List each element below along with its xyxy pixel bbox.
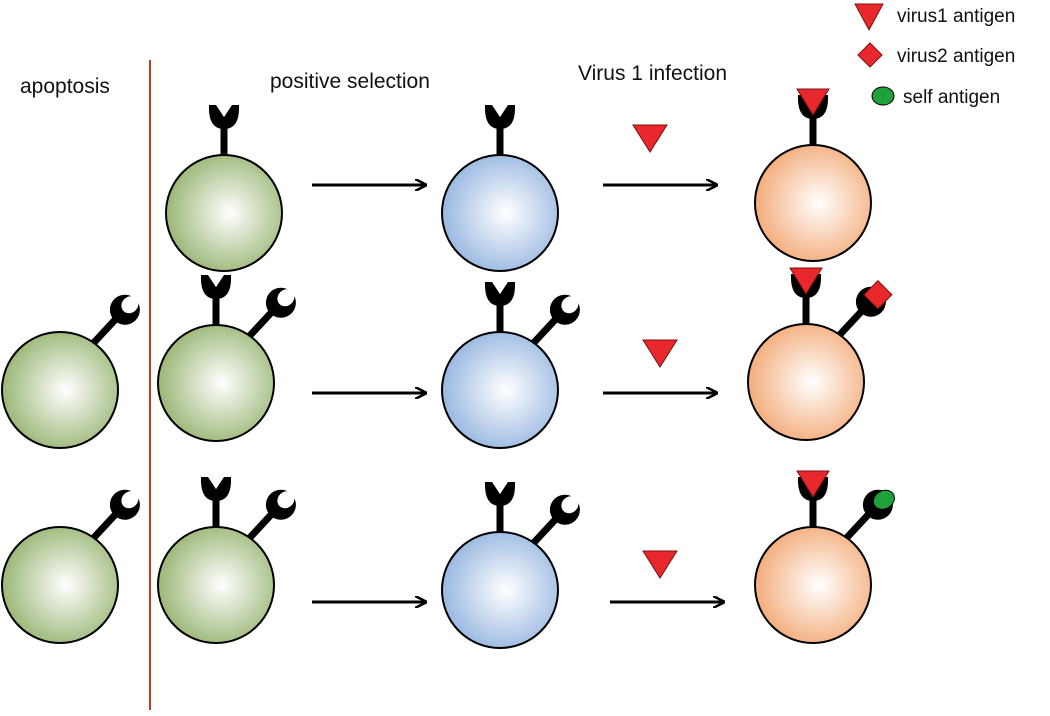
self-antigen-oval-icon (871, 86, 895, 106)
virus1-antigen-triangle-icon (854, 3, 884, 32)
receptor-stem (529, 314, 561, 348)
empty-binding-site (121, 491, 139, 509)
virus1-antigen-free-row2 (642, 339, 678, 368)
cell-body (441, 331, 559, 449)
virus1-antigen-bound (796, 88, 830, 116)
cell-body (157, 526, 275, 644)
empty-binding-site (208, 275, 224, 287)
selected-cell-row1 (441, 105, 559, 272)
positive-selection-label: positive selection (270, 70, 430, 93)
virus1-antigen-free-row3 (642, 550, 678, 579)
legend-self-label: self antigen (903, 87, 1000, 108)
empty-binding-site (277, 289, 295, 307)
receptor-stem (529, 514, 561, 548)
cells-layer (1, 88, 895, 649)
empty-binding-site (208, 477, 224, 489)
immature-cell-row1 (165, 105, 283, 272)
cell-body (441, 154, 559, 272)
legend-virus2-label: virus2 antigen (897, 46, 1015, 67)
legend-virus1-label: virus1 antigen (897, 6, 1015, 27)
activated-cell-row1 (754, 88, 872, 262)
self-antigen-bound (872, 489, 895, 510)
cell-body (1, 331, 119, 449)
arrows-layer (312, 124, 723, 602)
selected-cell-row3 (441, 482, 580, 649)
receptor-stem (245, 307, 277, 341)
receptor-stem (89, 509, 121, 543)
virus2-antigen-diamond-icon (857, 42, 883, 68)
virus1-antigen-free-row1 (632, 124, 668, 153)
virus2-antigen-bound (863, 280, 893, 310)
empty-binding-site (277, 491, 295, 509)
empty-binding-site (561, 296, 579, 314)
cell-body (754, 144, 872, 262)
empty-binding-site (492, 282, 508, 294)
cell-body (165, 154, 283, 272)
receptor-stem (89, 314, 121, 348)
virus1-antigen-bound (796, 470, 830, 498)
legend: virus1 antigen virus2 antigen self antig… (854, 3, 1015, 108)
empty-binding-site (121, 296, 139, 314)
apoptosis-label: apoptosis (20, 75, 110, 98)
cell-body (747, 323, 865, 441)
cell-body (754, 526, 872, 644)
apoptosis-cell-row2 (1, 294, 140, 449)
empty-binding-site (216, 105, 232, 117)
receptor-stem (842, 509, 874, 543)
receptor-stem (245, 509, 277, 543)
apoptosis-cell-row3 (1, 489, 140, 644)
immature-cell-row3 (157, 477, 296, 644)
cell-body (157, 324, 275, 442)
cell-body (1, 526, 119, 644)
selected-cell-row2 (441, 282, 580, 449)
immature-cell-row2 (157, 275, 296, 442)
empty-binding-site (492, 482, 508, 494)
virus1-infection-label: Virus 1 infection (578, 62, 727, 85)
activated-cell-row3 (754, 470, 895, 644)
virus1-antigen-bound (789, 267, 823, 295)
empty-binding-site (492, 105, 508, 117)
cell-body (441, 531, 559, 649)
empty-binding-site (561, 496, 579, 514)
receptor-stem (835, 306, 867, 340)
activated-cell-row2 (747, 267, 893, 441)
